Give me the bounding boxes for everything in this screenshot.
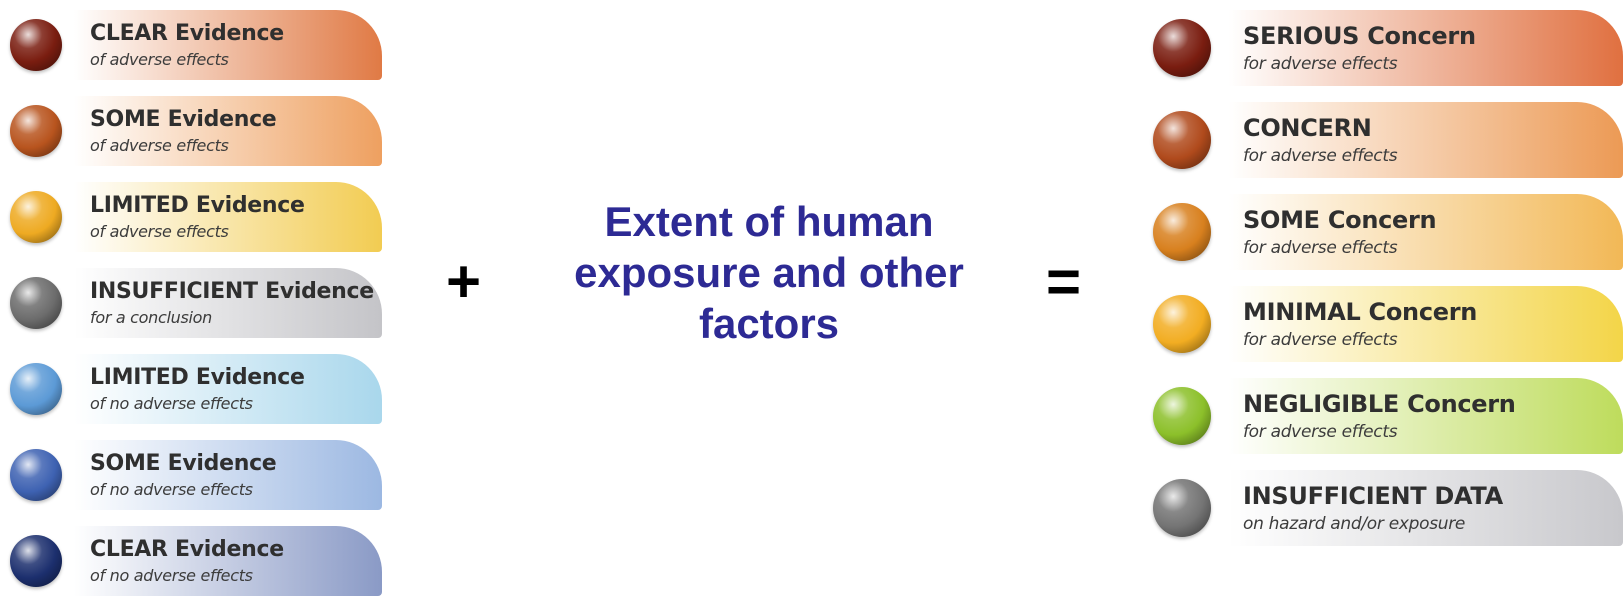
evidence-level-item: SOME Evidence of no adverse effects (10, 438, 382, 512)
evidence-level-sphere-icon (10, 191, 62, 243)
evidence-level-item: SOME Evidence of adverse effects (10, 94, 382, 168)
evidence-level-item: CLEAR Evidence of no adverse effects (10, 524, 382, 598)
evidence-level-subtitle: of adverse effects (90, 222, 229, 241)
evidence-level-item: INSUFFICIENT Evidence for a conclusion (10, 266, 382, 340)
concern-level-sphere-icon (1153, 203, 1211, 261)
evidence-level-title: SOME Evidence (90, 451, 277, 476)
evidence-level-subtitle: of adverse effects (90, 50, 229, 69)
evidence-level-sphere-icon (10, 449, 62, 501)
evidence-level-text: LIMITED Evidence of adverse effects (90, 193, 305, 241)
evidence-level-subtitle: of no adverse effects (90, 394, 253, 413)
evidence-level-band (32, 96, 382, 166)
concern-level-item: MINIMAL Concern for adverse effects (1153, 284, 1623, 364)
evidence-level-subtitle: of no adverse effects (90, 480, 253, 499)
concern-level-band (1175, 102, 1623, 178)
concern-level-item: CONCERN for adverse effects (1153, 100, 1623, 180)
concern-level-item: NEGLIGIBLE Concern for adverse effects (1153, 376, 1623, 456)
exposure-factors-line-3: factors (698, 300, 840, 347)
evidence-level-band (32, 526, 382, 596)
concern-level-subtitle: for adverse effects (1243, 238, 1398, 258)
concern-level-text: NEGLIGIBLE Concern for adverse effects (1243, 390, 1516, 442)
evidence-level-sphere-icon (10, 105, 62, 157)
exposure-factors-line-2: exposure and other (574, 249, 964, 296)
concern-level-text: CONCERN for adverse effects (1243, 114, 1398, 166)
evidence-level-sphere-icon (10, 277, 62, 329)
evidence-level-title: CLEAR Evidence (90, 537, 284, 562)
concern-level-title: MINIMAL Concern (1243, 298, 1478, 326)
evidence-level-title: LIMITED Evidence (90, 365, 305, 390)
concern-level-title: NEGLIGIBLE Concern (1243, 390, 1516, 418)
exposure-factors-label: Extent of human exposure and other facto… (530, 196, 1008, 349)
equals-operator: = (1046, 248, 1082, 315)
concern-level-text: SOME Concern for adverse effects (1243, 206, 1437, 258)
evidence-level-subtitle: of no adverse effects (90, 566, 253, 585)
evidence-level-sphere-icon (10, 363, 62, 415)
evidence-level-text: LIMITED Evidence of no adverse effects (90, 365, 305, 413)
evidence-level-title: SOME Evidence (90, 107, 277, 132)
concern-level-band (1175, 378, 1623, 454)
concern-level-band (1175, 470, 1623, 546)
concern-level-subtitle: on hazard and/or exposure (1243, 514, 1466, 534)
concern-level-text: INSUFFICIENT DATA on hazard and/or exposu… (1243, 482, 1503, 534)
exposure-factors-line-1: Extent of human (604, 198, 934, 245)
concern-level-title: SOME Concern (1243, 206, 1437, 234)
evidence-level-text: CLEAR Evidence of adverse effects (90, 21, 284, 69)
concern-level-text: SERIOUS Concern for adverse effects (1243, 22, 1476, 74)
evidence-level-band (32, 354, 382, 424)
evidence-level-sphere-icon (10, 535, 62, 587)
concern-level-title: CONCERN (1243, 114, 1372, 142)
concern-level-item: SERIOUS Concern for adverse effects (1153, 8, 1623, 88)
concern-level-title: INSUFFICIENT DATA (1243, 482, 1503, 510)
evidence-level-subtitle: for a conclusion (90, 308, 212, 327)
evidence-level-band (32, 268, 382, 338)
evidence-level-item: CLEAR Evidence of adverse effects (10, 8, 382, 82)
evidence-level-text: SOME Evidence of no adverse effects (90, 451, 277, 499)
concern-level-band (1175, 194, 1623, 270)
evidence-level-title: LIMITED Evidence (90, 193, 305, 218)
concern-level-subtitle: for adverse effects (1243, 54, 1398, 74)
evidence-level-item: LIMITED Evidence of no adverse effects (10, 352, 382, 426)
concern-level-sphere-icon (1153, 479, 1211, 537)
concern-level-item: INSUFFICIENT DATA on hazard and/or exposu… (1153, 468, 1623, 548)
evidence-level-text: INSUFFICIENT Evidence for a conclusion (90, 279, 374, 327)
concern-level-text: MINIMAL Concern for adverse effects (1243, 298, 1477, 350)
concern-level-subtitle: for adverse effects (1243, 146, 1398, 166)
evidence-level-text: SOME Evidence of adverse effects (90, 107, 277, 155)
concern-level-sphere-icon (1153, 295, 1211, 353)
evidence-level-band (32, 182, 382, 252)
concern-level-band (1175, 286, 1623, 362)
concern-level-title: SERIOUS Concern (1243, 22, 1476, 50)
evidence-level-text: CLEAR Evidence of no adverse effects (90, 537, 284, 585)
concern-level-sphere-icon (1153, 387, 1211, 445)
evidence-level-subtitle: of adverse effects (90, 136, 229, 155)
evidence-level-band (32, 440, 382, 510)
concern-level-subtitle: for adverse effects (1243, 422, 1398, 442)
concern-level-item: SOME Concern for adverse effects (1153, 192, 1623, 272)
concern-level-sphere-icon (1153, 111, 1211, 169)
concern-level-sphere-icon (1153, 19, 1211, 77)
evidence-level-item: LIMITED Evidence of adverse effects (10, 180, 382, 254)
concern-level-band (1175, 10, 1623, 86)
evidence-level-title: INSUFFICIENT Evidence (90, 279, 374, 304)
evidence-level-title: CLEAR Evidence (90, 21, 284, 46)
plus-operator: + (446, 248, 482, 315)
concern-level-subtitle: for adverse effects (1243, 330, 1398, 350)
evidence-level-sphere-icon (10, 19, 62, 71)
evidence-level-band (32, 10, 382, 80)
